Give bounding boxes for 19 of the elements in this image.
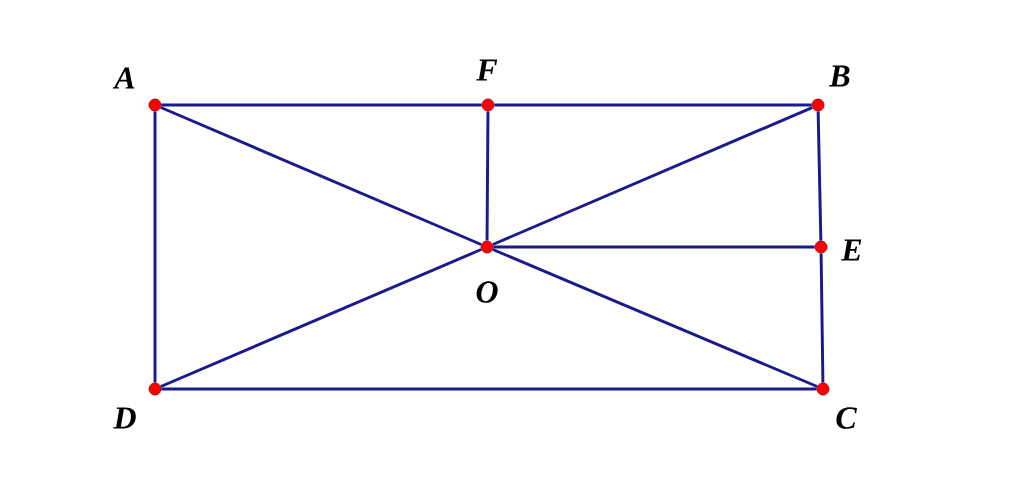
line-segment xyxy=(160,248,482,388)
line-segment xyxy=(492,106,813,246)
point-label: E xyxy=(841,239,862,261)
line-segment xyxy=(819,253,825,383)
line-segment xyxy=(160,106,482,246)
line-segment xyxy=(161,103,482,107)
line-segment xyxy=(816,111,823,241)
point-label: O xyxy=(476,281,498,303)
line-segment xyxy=(494,103,812,107)
line-segment xyxy=(153,111,157,383)
point-label: C xyxy=(836,407,857,429)
line-segment xyxy=(161,387,817,391)
point-label: F xyxy=(476,59,498,81)
line-segment xyxy=(485,111,490,241)
point-label: B xyxy=(829,65,850,87)
line-segment xyxy=(492,248,818,388)
point-label: A xyxy=(112,67,135,89)
point-label: D xyxy=(113,407,136,429)
line-segment xyxy=(493,245,815,249)
